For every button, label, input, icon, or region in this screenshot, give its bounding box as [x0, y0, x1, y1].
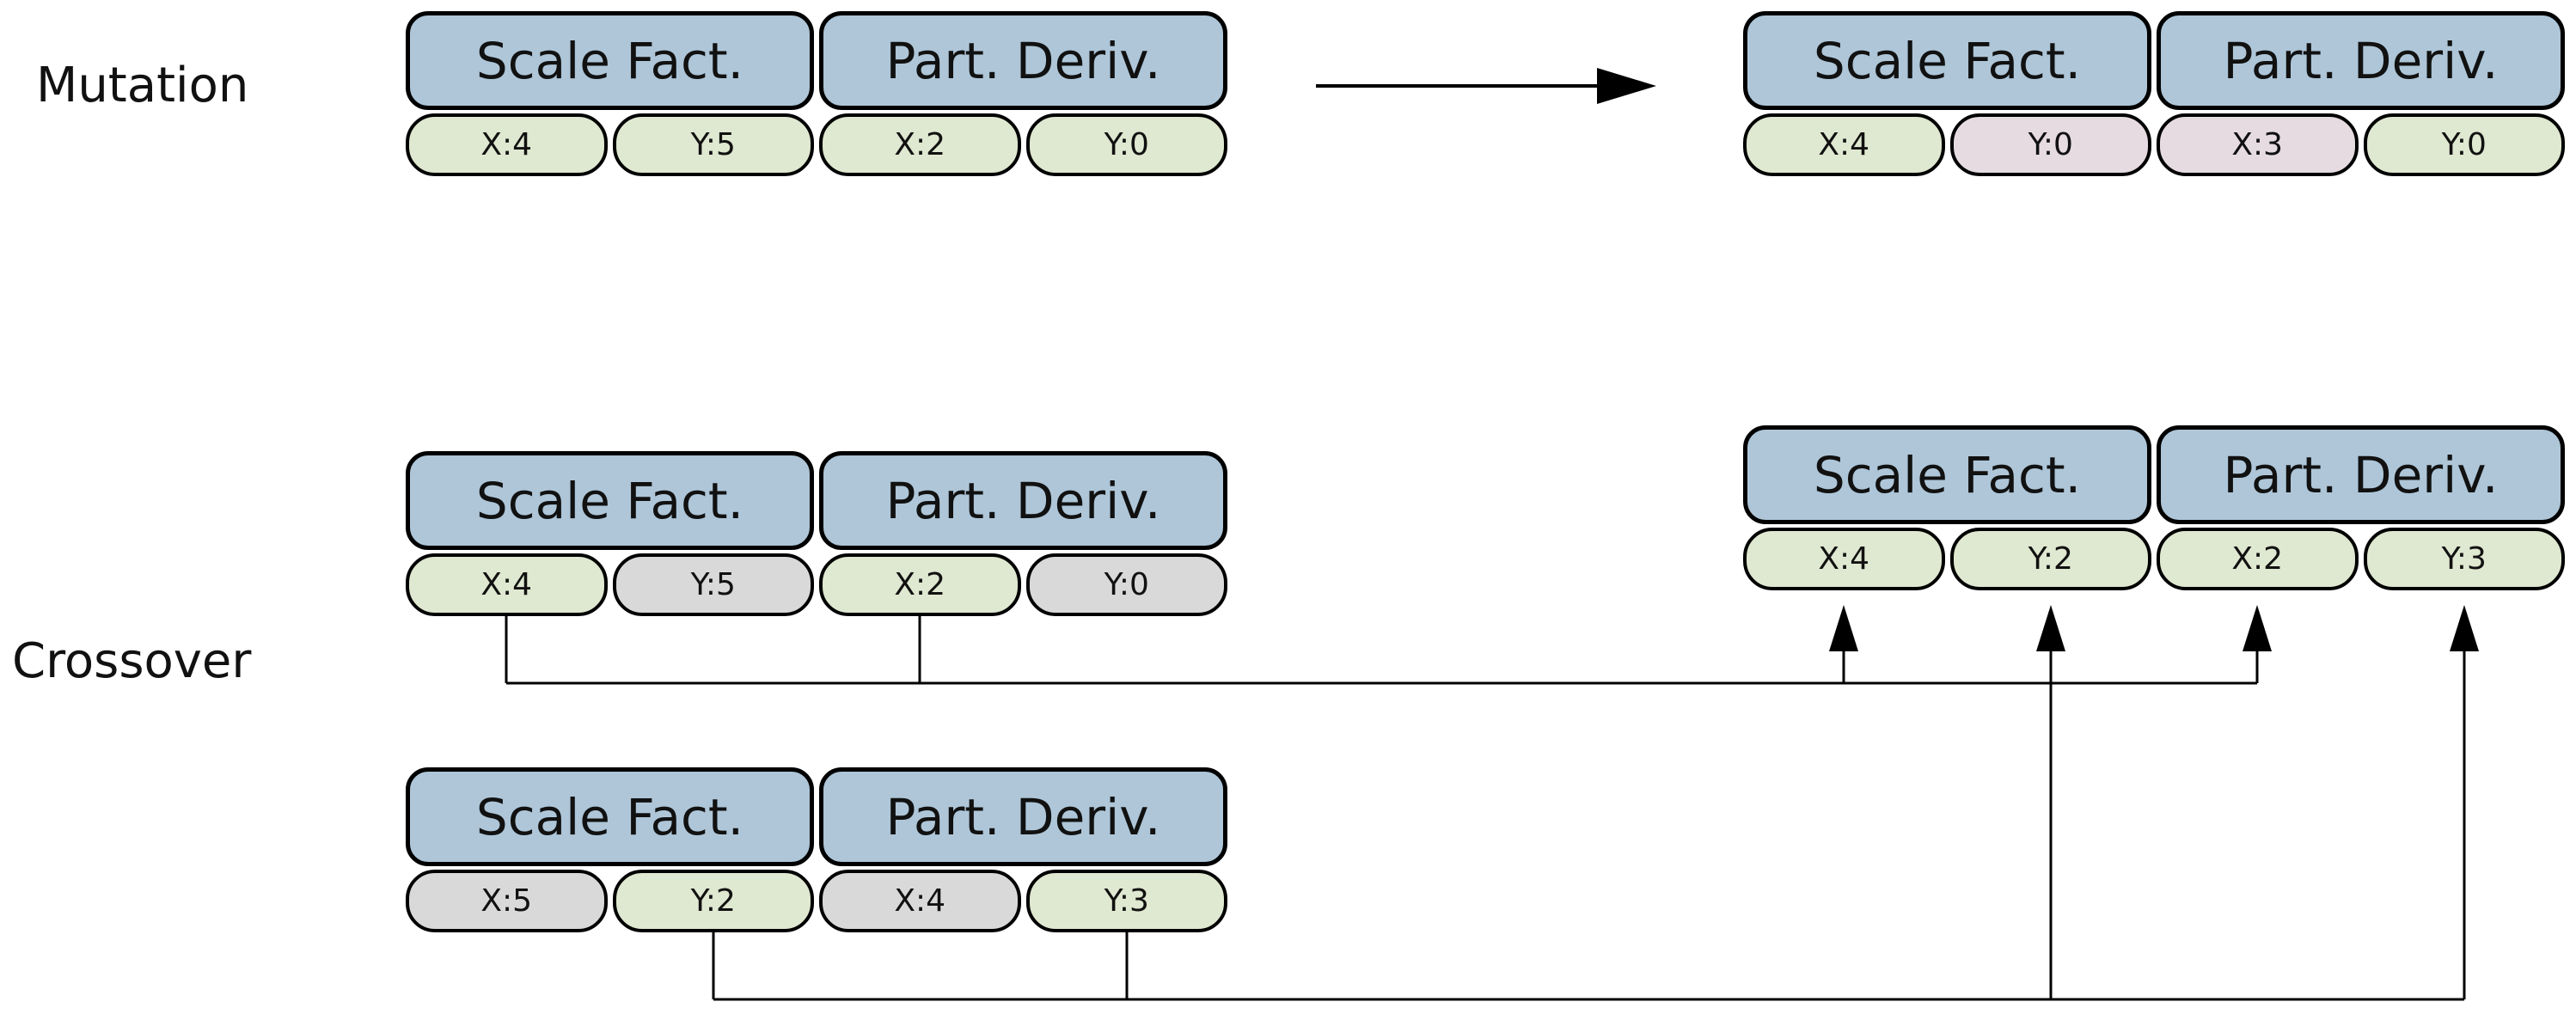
- scale-factors-header: Scale Fact.: [406, 767, 814, 866]
- partial-derivatives-header: Part. Deriv.: [819, 11, 1227, 110]
- mutation-parent-genome: Scale Fact. Part. Deriv. X:4 Y:5 X:2 Y:0: [406, 11, 1227, 176]
- crossover-parent1-genome: Scale Fact. Part. Deriv. X:4 Y:5 X:2 Y:0: [406, 451, 1227, 616]
- mutation-section-label: Mutation: [36, 58, 249, 113]
- gene-chip-inherited: Y:2: [1949, 528, 2151, 590]
- gene-chip: Y:0: [2363, 113, 2565, 176]
- gene-chip-selected: X:4: [406, 553, 608, 616]
- gene-chip-unselected: Y:0: [1025, 553, 1227, 616]
- gene-chip-selected: Y:2: [612, 870, 814, 932]
- crossover-offspring-genome: Scale Fact. Part. Deriv. X:4 Y:2 X:2 Y:3: [1743, 425, 2565, 590]
- offspring-arrowheads: [1829, 605, 2479, 651]
- gene-row: X:5 Y:2 X:4 Y:3: [406, 870, 1227, 932]
- gene-chip: X:2: [819, 113, 1021, 176]
- arrowhead-gene-x: [1829, 605, 1858, 651]
- header-row: Scale Fact. Part. Deriv.: [1743, 425, 2565, 524]
- gene-chip-mutated: X:3: [2157, 113, 2359, 176]
- partial-derivatives-header: Part. Deriv.: [2157, 425, 2565, 524]
- partial-derivatives-header: Part. Deriv.: [2157, 11, 2565, 110]
- gene-chip: Y:0: [1025, 113, 1227, 176]
- gene-row: X:4 Y:5 X:2 Y:0: [406, 553, 1227, 616]
- crossover-parent2-connector: [712, 651, 2466, 1001]
- gene-chip-selected: X:2: [819, 553, 1021, 616]
- gene-chip: Y:5: [612, 113, 814, 176]
- mutation-arrow: [1316, 68, 1656, 104]
- scale-factors-header: Scale Fact.: [1743, 425, 2151, 524]
- header-row: Scale Fact. Part. Deriv.: [406, 451, 1227, 550]
- arrowhead-gene-y: [2036, 605, 2065, 651]
- gene-chip-inherited: X:2: [2157, 528, 2359, 590]
- header-row: Scale Fact. Part. Deriv.: [406, 11, 1227, 110]
- arrowhead-gene-x2: [2243, 605, 2272, 651]
- gene-chip-unselected: X:4: [819, 870, 1021, 932]
- crossover-parent1-connector: [505, 614, 2259, 685]
- header-row: Scale Fact. Part. Deriv.: [406, 767, 1227, 866]
- header-row: Scale Fact. Part. Deriv.: [1743, 11, 2565, 110]
- gene-chip: X:4: [1743, 113, 1945, 176]
- gene-row: X:4 Y:0 X:3 Y:0: [1743, 113, 2565, 176]
- arrowhead-gene-y2: [2450, 605, 2479, 651]
- gene-chip-unselected: Y:5: [612, 553, 814, 616]
- crossover-section-label: Crossover: [12, 633, 252, 689]
- gene-chip-unselected: X:5: [406, 870, 608, 932]
- gene-row: X:4 Y:2 X:2 Y:3: [1743, 528, 2565, 590]
- scale-factors-header: Scale Fact.: [1743, 11, 2151, 110]
- gene-row: X:4 Y:5 X:2 Y:0: [406, 113, 1227, 176]
- partial-derivatives-header: Part. Deriv.: [819, 451, 1227, 550]
- crossover-parent2-genome: Scale Fact. Part. Deriv. X:5 Y:2 X:4 Y:3: [406, 767, 1227, 932]
- gene-chip: X:4: [406, 113, 608, 176]
- gene-chip-inherited: X:4: [1743, 528, 1945, 590]
- gene-chip-inherited: Y:3: [2363, 528, 2565, 590]
- mutation-offspring-genome: Scale Fact. Part. Deriv. X:4 Y:0 X:3 Y:0: [1743, 11, 2565, 176]
- scale-factors-header: Scale Fact.: [406, 11, 814, 110]
- scale-factors-header: Scale Fact.: [406, 451, 814, 550]
- partial-derivatives-header: Part. Deriv.: [819, 767, 1227, 866]
- gene-chip-mutated: Y:0: [1949, 113, 2151, 176]
- gene-chip-selected: Y:3: [1025, 870, 1227, 932]
